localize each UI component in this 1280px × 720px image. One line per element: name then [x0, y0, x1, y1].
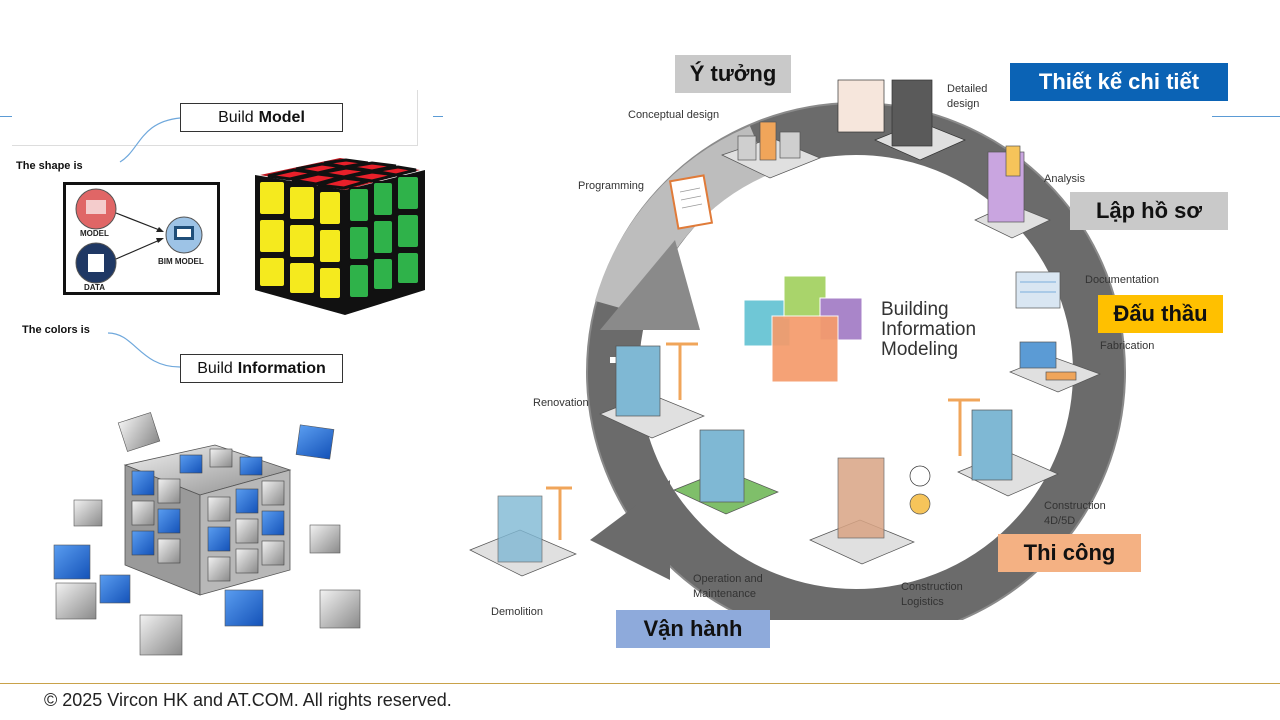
- frame-line: [12, 145, 418, 146]
- model-label: MODEL: [80, 229, 109, 238]
- build-information-box: Build Information: [180, 354, 343, 383]
- stage-analysis: Analysis: [1044, 173, 1085, 185]
- construction-line-2: 4D/5D: [1044, 515, 1076, 527]
- curve-to-build-model: [119, 117, 181, 163]
- stage-fabrication: Fabrication: [1100, 340, 1155, 352]
- shape-caption: The shape is: [16, 160, 83, 172]
- data-label: DATA: [84, 283, 106, 292]
- connector-curves: [107, 117, 181, 368]
- footer-divider: [0, 683, 1280, 684]
- stage-demolition: Demolition: [491, 606, 543, 618]
- stage-icon-analysis: [974, 145, 1051, 239]
- stage-icon-renovation: [599, 342, 705, 439]
- cycle-arrow-head-top: [600, 240, 700, 330]
- detailed-design-line-2: design: [947, 98, 980, 110]
- header-line-mid: [433, 116, 443, 117]
- cycle-arrow-head-bottom: [590, 480, 670, 580]
- phase-tag-dau-thau: Đấu thầu: [1098, 295, 1223, 333]
- stage-construction-logistics: Construction Logistics: [901, 580, 963, 610]
- bim-title-line-2: Information: [881, 319, 977, 340]
- logistics-line-2: Logistics: [901, 596, 944, 608]
- build-model-box: Build Model: [180, 103, 343, 132]
- colors-caption: The colors is: [22, 324, 90, 336]
- diagram-graphics: [75, 188, 203, 284]
- bim-logo-cubes: [743, 275, 863, 383]
- cube-cluster-image: [53, 412, 361, 656]
- frame-line-vertical: [417, 90, 418, 146]
- construction-line-1: Construction: [1044, 500, 1106, 512]
- stage-icon-fabrication: [1009, 341, 1101, 393]
- model-data-diagram: MODEL DATA BIM MODEL: [63, 182, 220, 295]
- stage-documentation: Documentation: [1085, 274, 1159, 286]
- header-line-right: [1212, 116, 1280, 117]
- phase-tag-thiet-ke-chi-tiet: Thiết kế chi tiết: [1010, 63, 1228, 101]
- stage-icon-operation: [673, 429, 779, 515]
- footer-copyright: © 2025 Vircon HK and AT.COM. All rights …: [44, 690, 452, 710]
- build-information-word1: Build: [197, 359, 233, 377]
- bim-center-title: Building Information Modeling: [881, 300, 976, 360]
- left-illustration: [0, 90, 430, 390]
- stage-detailed-design: Detailed design: [947, 82, 987, 112]
- stage-programming: Programming: [578, 180, 645, 192]
- build-information-word2: Information: [237, 359, 326, 377]
- stage-renovation: Renovation: [533, 397, 589, 409]
- logistics-line-1: Construction: [901, 581, 963, 593]
- bim-title-line-3: Modeling: [881, 339, 959, 360]
- stage-icon-logistics: [809, 457, 931, 565]
- phase-tag-thi-cong: Thi công: [998, 534, 1141, 572]
- stage-icon-demolition: [469, 486, 577, 577]
- stage-icon-documentation: [1015, 271, 1061, 309]
- build-model-word1: Build: [218, 108, 254, 126]
- bim-title-line-1: Building: [881, 299, 949, 320]
- stage-operation-maintenance: Operation and Maintenance: [693, 572, 763, 602]
- header-line-left: [0, 116, 12, 117]
- stage-icon-construction: [948, 398, 1059, 497]
- stage-icon-detailed: [837, 79, 966, 161]
- phase-tag-van-hanh: Vận hành: [616, 610, 770, 648]
- stage-icon-conceptual: [721, 121, 821, 179]
- operation-line-1: Operation and: [693, 573, 763, 585]
- curve-to-build-information: [107, 332, 181, 368]
- rubik-cube-image: [255, 158, 425, 315]
- stage-icon-programming: [668, 174, 714, 230]
- detailed-design-line-1: Detailed: [947, 83, 988, 95]
- phase-tag-lap-ho-so: Lập hồ sơ: [1070, 192, 1228, 230]
- stage-construction: Construction 4D/5D: [1044, 499, 1106, 529]
- bim-model-label: BIM MODEL: [158, 257, 204, 266]
- operation-line-2: Maintenance: [693, 588, 756, 600]
- stage-conceptual-design: Conceptual design: [628, 109, 720, 121]
- phase-tag-y-tuong: Ý tưởng: [675, 55, 791, 93]
- bim-cycle-diagram: [469, 79, 1126, 620]
- build-model-word2: Model: [258, 108, 305, 126]
